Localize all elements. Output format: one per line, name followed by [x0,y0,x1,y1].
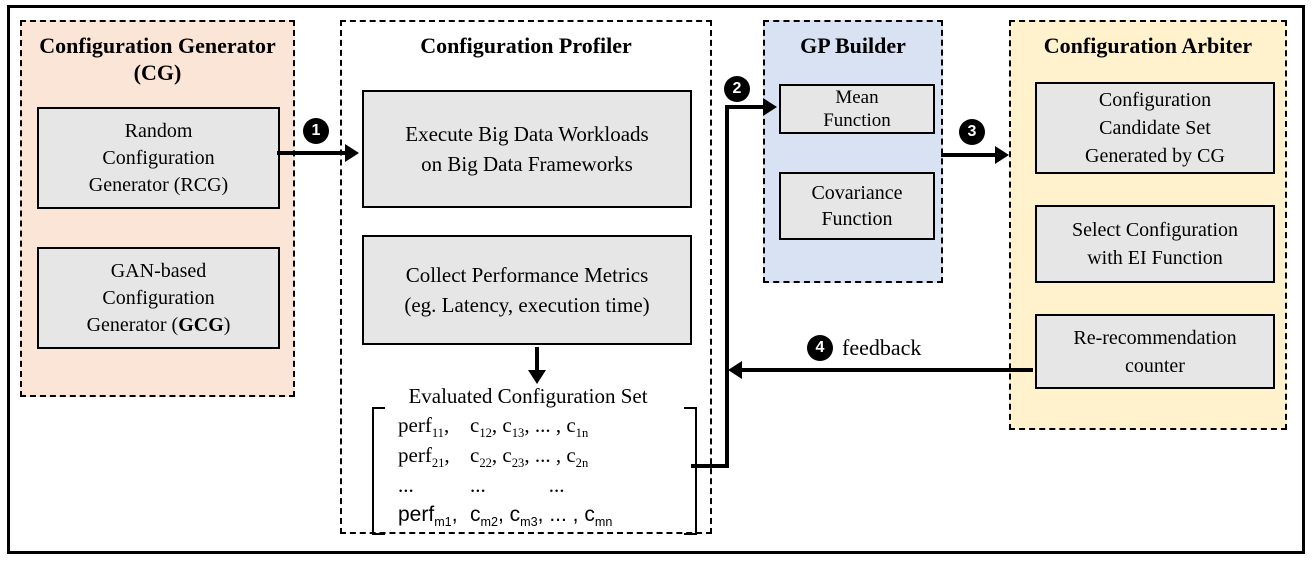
matrix-cell: cmn [584,503,613,530]
configuration-profiler-title: Configuration Profiler [420,33,632,58]
covariance-function-box: Covariance Function [779,172,935,240]
step-4-badge: 4 [807,335,833,361]
gcg-line2: Configuration [102,286,215,309]
gan-based-configuration-generator-box: GAN-based Configuration Generator (GCG) [37,247,280,349]
step-3-badge: 3 [959,119,985,145]
matrix-cell: ... [398,473,414,497]
candidate-line3: Generated by CG [1085,145,1225,167]
candidate-set-box: Configuration Candidate Set Generated by… [1035,82,1275,174]
arrow2-line-bottom [691,464,729,468]
matrix-right-bracket [684,407,697,535]
feedback-label: feedback [842,335,922,360]
matrix-cell: c1n [566,413,589,441]
panel-gp-builder: GP Builder Mean Function Covariance Func… [763,20,943,283]
matrix-cell: c12, [470,413,503,441]
feedback-arrow-line [742,368,1033,372]
configuration-generator-title: Configuration Generator (CG) [22,32,293,86]
covariance-line2: Function [821,208,893,230]
matrix-row: perfm1, cm2, cm3, ... , cmn [398,500,671,530]
counter-line2: counter [1125,354,1185,377]
matrix-cell: cm3, ... , [509,503,585,530]
panel-configuration-profiler: Configuration Profiler Execute Big Data … [340,20,712,535]
configuration-generator-title-line2: (CG) [133,60,182,85]
gcg-line3: Generator (GCG) [87,312,231,339]
matrix-cell: cm2, [470,503,510,530]
arrow2-line-vertical [725,105,729,468]
mean-line1: Mean [835,87,879,108]
select-configuration-box: Select Configuration with EI Function [1035,205,1275,283]
evaluated-configuration-matrix: perf11, c12, c13, ... , c1n perf21, c22, c2… [372,407,697,535]
mean-function-box: Mean Function [779,84,935,134]
matrix-cell: perf21, [398,443,450,471]
random-configuration-generator-box: Random Configuration Generator (RCG) [37,107,280,209]
rcg-line1: Random [124,119,193,142]
panel-configuration-arbiter: Configuration Arbiter Configuration Cand… [1009,20,1287,430]
rcg-line3: Generator (RCG) [88,173,229,196]
step-1-badge: 1 [303,118,329,144]
counter-line1: Re-recommendation [1073,326,1237,349]
matrix-rows: perf11, c12, c13, ... , c1n perf21, c22, c2… [398,410,671,530]
step-2-badge: 2 [724,76,750,102]
matrix-cell: ... [470,473,486,497]
select-line2: with EI Function [1087,247,1223,269]
re-recommendation-counter-box: Re-recommendation counter [1035,314,1275,389]
configuration-generator-title-line1: Configuration Generator [39,33,276,58]
arrow-left-icon [728,361,742,379]
collect-metrics-box: Collect Performance Metrics (eg. Latency… [362,235,692,345]
arrow1-line [277,151,347,155]
arrow2-line-top [725,105,765,109]
matrix-cell: c2n [566,443,589,471]
matrix-cell: ... [548,473,565,497]
gcg-line3-post: ) [223,313,231,336]
gcg-line3-pre: Generator ( [86,313,179,336]
candidate-line1: Configuration [1098,89,1212,111]
execute-workloads-box: Execute Big Data Workloads on Big Data F… [362,90,692,208]
mean-line2: Function [823,110,891,131]
gcg-line3-bold: GCG [178,313,224,336]
matrix-cell: c22, [470,443,503,471]
arrow3-line [941,153,995,157]
matrix-cell: perf11, [398,413,450,441]
arrow-down-icon [528,370,546,384]
configuration-arbiter-title: Configuration Arbiter [1043,33,1253,58]
matrix-cell: perfm1, [398,503,458,530]
panel-configuration-generator: Configuration Generator (CG) Random Conf… [20,20,295,397]
arrow-right-icon [995,146,1009,164]
matrix-left-bracket [372,407,385,535]
gp-builder-title: GP Builder [800,33,906,58]
matrix-cell: c13, ... , [502,413,567,441]
arrow-right-icon [763,98,777,116]
execute-line1: Execute Big Data Workloads [405,122,649,146]
outer-frame [7,5,1305,554]
matrix-row: perf21, c22, c23, ... , c2n [398,440,671,470]
collect-line1: Collect Performance Metrics [405,263,649,287]
rcg-line2: Configuration [102,146,215,169]
matrix-cell: c23, ... , [502,443,567,471]
collect-to-set-arrow-line [535,347,539,371]
matrix-row: ...... ... [398,470,671,500]
covariance-line1: Covariance [811,182,903,204]
collect-line2: (eg. Latency, execution time) [404,293,650,317]
select-line1: Select Configuration [1071,219,1239,241]
arrow-right-icon [345,144,359,162]
evaluated-configuration-set-label: Evaluated Configuration Set [408,384,648,408]
gcg-line1: GAN-based [110,259,207,282]
matrix-row: perf11, c12, c13, ... , c1n [398,410,671,440]
execute-line2: on Big Data Frameworks [421,152,633,176]
candidate-line2: Candidate Set [1099,117,1211,139]
